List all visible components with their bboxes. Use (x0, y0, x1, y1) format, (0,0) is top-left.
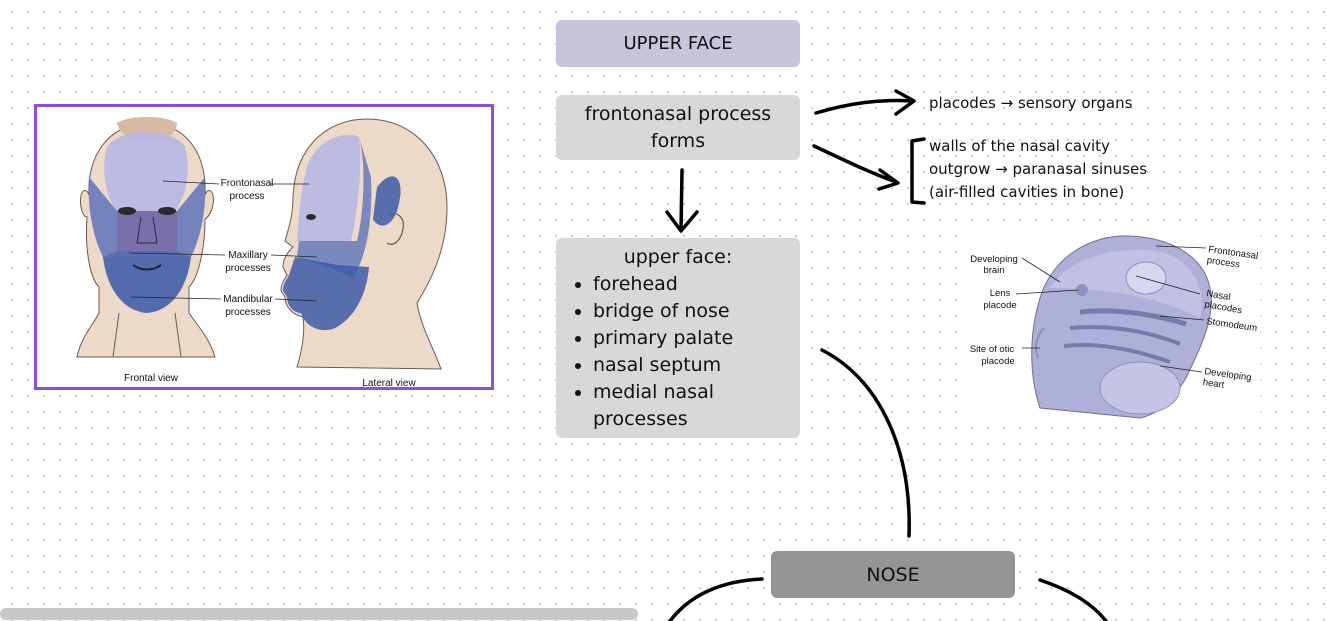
label-site-otic-1: Site of otic (970, 344, 1015, 355)
label-mandibular-1: Mandibular (223, 294, 273, 305)
label-developing-heart-2: heart (1202, 377, 1225, 391)
embryo-image[interactable]: Developing brain Lens placode Site of ot… (960, 228, 1260, 420)
arrow-to-walls (812, 144, 900, 191)
upper-face-label: UPPER FACE (623, 33, 733, 54)
list-item: medial nasal processes (593, 379, 800, 433)
label-developing-brain-1: Developing (970, 254, 1018, 265)
face-labels: Frontonasal process Maxillary processes … (124, 178, 416, 387)
note-walls[interactable]: walls of the nasal cavity outgrow → para… (929, 135, 1147, 204)
label-maxillary-1: Maxillary (228, 250, 267, 261)
label-lens-placode-1: Lens (990, 288, 1011, 299)
curve-upper-face-to-nose (820, 348, 911, 538)
curve-nose-left (668, 577, 764, 621)
frontonasal-forms-node[interactable]: frontonasal process forms (556, 95, 800, 160)
label-lens-placode-2: placode (983, 300, 1016, 311)
nose-node[interactable]: NOSE (771, 551, 1015, 598)
list-item: primary palate (593, 325, 800, 352)
note-walls-line: outgrow → paranasal sinuses (929, 160, 1148, 178)
embryo-labels: Developing brain Lens placode Site of ot… (970, 244, 1259, 391)
embryo-illustration: Developing brain Lens placode Site of ot… (970, 235, 1259, 419)
horizontal-scrollbar[interactable] (0, 608, 638, 620)
embryo-leaders (1015, 245, 1207, 373)
list-item: bridge of nose (593, 298, 800, 325)
list-item: forehead (593, 271, 800, 298)
upper-face-node[interactable]: UPPER FACE (556, 20, 800, 67)
note-placodes[interactable]: placodes → sensory organs (929, 94, 1133, 112)
label-developing-brain-2: brain (983, 265, 1004, 276)
label-frontal-view: Frontal view (124, 373, 179, 384)
arrow-to-placodes (814, 89, 916, 116)
curve-nose-right (1038, 578, 1108, 621)
face-illustration: Frontonasal process Maxillary processes … (76, 117, 448, 387)
lateral-head (280, 118, 448, 370)
upper-face-list-node[interactable]: upper face: forehead bridge of nose prim… (556, 238, 800, 438)
label-leaders (128, 180, 318, 302)
arrow-down-to-upper-face (665, 168, 699, 233)
label-site-otic-2: placode (981, 356, 1014, 367)
list-item: nasal septum (593, 352, 800, 379)
face-processes-image[interactable]: Frontonasal process Maxillary processes … (34, 104, 494, 390)
note-walls-line: walls of the nasal cavity (929, 137, 1110, 155)
embryo-body (1031, 235, 1212, 419)
upper-face-list-title: upper face: (623, 246, 733, 268)
label-maxillary-2: processes (225, 263, 271, 274)
label-stomodeum: Stomodeum (1206, 316, 1258, 334)
label-frontonasal-1: Frontonasal (221, 178, 274, 189)
label-frontonasal-2: process (229, 191, 264, 202)
label-mandibular-2: processes (225, 307, 271, 318)
frontonasal-forms-label: frontonasal process forms (584, 102, 772, 152)
label-frontonasal-process-2: process (1206, 255, 1241, 271)
label-nasal-placodes-1: Nasal (1205, 288, 1231, 303)
upper-face-list: forehead bridge of nose primary palate n… (556, 271, 800, 433)
bracket (910, 137, 926, 205)
label-lateral-view: Lateral view (362, 378, 416, 387)
frontal-head (76, 117, 216, 358)
note-walls-line: (air-filled cavities in bone) (929, 183, 1125, 201)
nose-label: NOSE (866, 563, 920, 586)
